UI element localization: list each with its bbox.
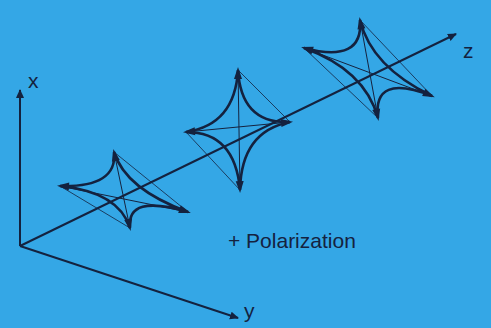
tip-arrowhead [358,17,366,29]
tip-arrowhead [372,108,380,121]
astroid-outline [304,20,432,118]
astroid-outline [186,70,290,190]
axis-label: x [28,70,39,91]
axes [20,34,456,318]
inner-line [60,186,130,228]
tip-arrowhead [234,67,242,79]
tip-arrowhead [112,149,120,162]
tip-arrowhead [281,119,293,127]
axis-label: z [463,40,474,61]
axis-label: y [244,300,255,321]
astroid-outline [60,152,188,228]
tip-arrowhead [422,89,435,97]
inner-line [114,152,188,212]
tip-arrowhead [183,127,195,135]
polarization-label: + Polarization [228,230,356,251]
tip-arrowhead [124,218,132,231]
z-axis [20,34,456,246]
tip-arrowhead [301,47,314,55]
tip-arrowhead [178,205,191,213]
x-axis [19,90,21,246]
tip-arrowhead [57,183,69,191]
y-axis [20,246,238,318]
inner-line [304,48,378,118]
inner-line [360,20,432,96]
inner-line [238,70,290,122]
tip-arrowhead [236,181,244,193]
astroid-shapes [57,17,435,231]
